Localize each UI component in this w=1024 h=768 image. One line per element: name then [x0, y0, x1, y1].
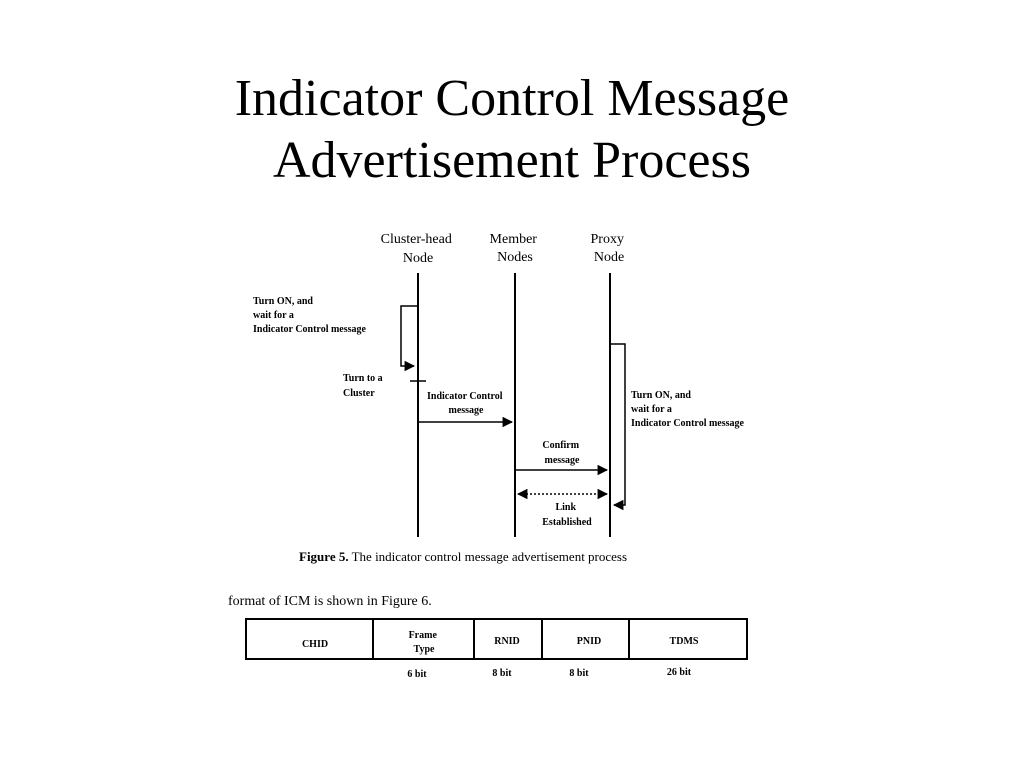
link-established-label: Link Established: [542, 502, 592, 528]
icm-bits-frame-type: 6 bit: [407, 669, 427, 680]
icm-field-tdms: TDMS: [670, 636, 699, 647]
confirm-message-label: Confirm message: [542, 440, 581, 466]
wait-bracket-left: [400, 305, 418, 372]
wait-bracket-right: [611, 343, 626, 511]
turn-to-cluster-note: Turn to a Cluster: [343, 373, 385, 399]
title-line-1: Indicator Control Message: [234, 70, 790, 127]
indicator-control-label: Indicator Control message: [427, 391, 505, 416]
icm-bits-pnid: 8 bit: [569, 668, 589, 679]
icm-frame-table: [245, 618, 748, 660]
lifeline-header-proxy: Proxy Node: [591, 232, 628, 265]
lifeline-header-member: Member Nodes: [490, 232, 541, 265]
lifeline-header-cluster-head: Cluster-head Node: [381, 232, 456, 266]
icm-field-frame-type: Frame Type: [409, 630, 440, 655]
slide-title: Indicator Control Message Advertisement …: [0, 68, 1024, 192]
turn-on-note-left: Turn ON, and wait for a Indicator Contro…: [253, 296, 367, 335]
figure-5-caption: Figure 5. The indicator control message …: [299, 549, 627, 564]
format-text: format of ICM is shown in Figure 6.: [228, 594, 432, 609]
turn-on-note-right: Turn ON, and wait for a Indicator Contro…: [631, 390, 745, 429]
icm-field-rnid: RNID: [494, 636, 520, 647]
icm-field-pnid: PNID: [577, 636, 601, 647]
title-line-2: Advertisement Process: [272, 132, 751, 189]
icm-field-chid: CHID: [302, 639, 328, 650]
icm-bits-rnid: 8 bit: [492, 668, 512, 679]
icm-bits-tdms: 26 bit: [667, 667, 692, 678]
